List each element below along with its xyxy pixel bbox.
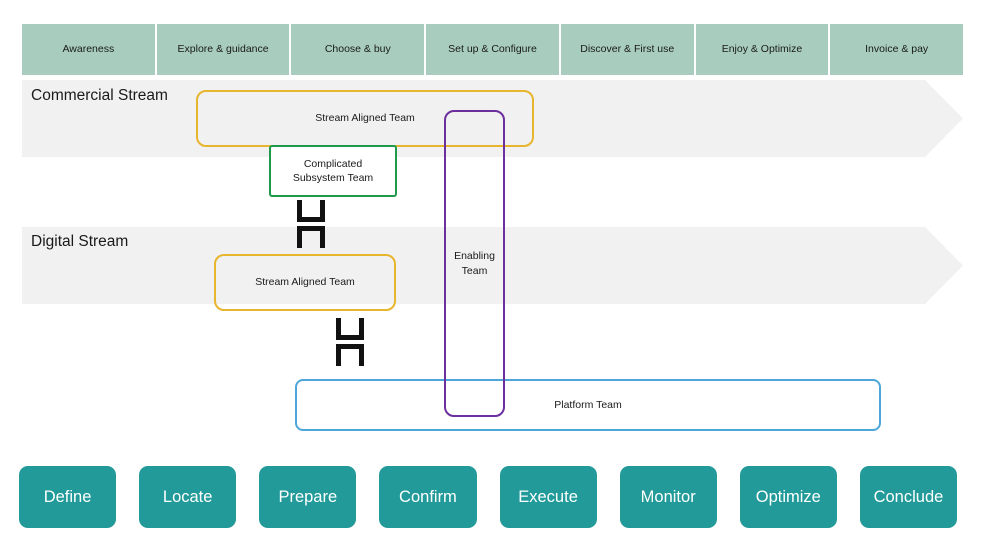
journey-stage-label: Invoice & pay <box>865 43 929 56</box>
team-label: Enabling Team <box>454 249 495 277</box>
commercial-stream-label: Commercial Stream <box>31 87 168 104</box>
phase-button-label: Define <box>43 487 92 506</box>
collaboration-connector-top-icon <box>297 200 325 250</box>
team-label: Stream Aligned Team <box>315 112 415 125</box>
team-label-line2: Team <box>461 264 488 277</box>
phase-button-label: Prepare <box>278 487 338 506</box>
commercial-stream-band <box>22 80 963 157</box>
journey-stage-enjoy-optimize[interactable]: Enjoy & Optimize <box>695 24 831 75</box>
journey-stage-header: Awareness Explore & guidance Choose & bu… <box>22 24 964 75</box>
phase-button-label: Conclude <box>873 487 944 506</box>
journey-stage-label: Enjoy & Optimize <box>721 43 803 56</box>
phase-button-label: Confirm <box>399 487 457 506</box>
journey-stage-choose-buy[interactable]: Choose & buy <box>291 24 427 75</box>
connector-u-shape <box>336 318 364 340</box>
team-label: Platform Team <box>554 398 622 411</box>
phase-button-optimize[interactable]: Optimize <box>739 466 837 528</box>
journey-stage-invoice-pay[interactable]: Invoice & pay <box>830 24 964 75</box>
stream-aligned-team-digital[interactable]: Stream Aligned Team <box>214 254 396 311</box>
phase-button-prepare[interactable]: Prepare <box>259 466 357 528</box>
journey-stage-label: Awareness <box>62 43 115 56</box>
journey-stage-setup-configure[interactable]: Set up & Configure <box>426 24 561 75</box>
phase-button-label: Optimize <box>755 487 821 506</box>
phase-button-define[interactable]: Define <box>19 466 117 528</box>
journey-stage-label: Set up & Configure <box>448 43 537 56</box>
phase-button-monitor[interactable]: Monitor <box>619 466 717 528</box>
team-label-line2: Subsystem Team <box>292 172 374 184</box>
platform-team[interactable]: Platform Team <box>295 379 881 431</box>
enabling-team[interactable]: Enabling Team <box>444 110 505 417</box>
journey-stage-label: Explore & guidance <box>177 43 269 56</box>
phase-button-row: Define Locate Prepare Confirm Execute Mo… <box>19 466 957 528</box>
phase-button-label: Execute <box>518 487 578 506</box>
phase-button-label: Monitor <box>640 487 696 506</box>
phase-button-label: Locate <box>162 487 213 506</box>
journey-stage-label: Discover & First use <box>580 43 675 56</box>
complicated-subsystem-team[interactable]: Complicated Subsystem Team <box>269 145 397 197</box>
journey-stage-explore-guidance[interactable]: Explore & guidance <box>156 24 292 75</box>
journey-stage-discover-first-use[interactable]: Discover & First use <box>560 24 696 75</box>
digital-stream-label: Digital Stream <box>31 233 129 250</box>
journey-stage-awareness[interactable]: Awareness <box>22 24 157 75</box>
journey-stage-label: Choose & buy <box>324 43 391 56</box>
phase-button-locate[interactable]: Locate <box>139 466 237 528</box>
connector-n-shape <box>297 226 325 248</box>
phase-button-execute[interactable]: Execute <box>499 466 597 528</box>
connector-n-shape <box>336 344 364 366</box>
connector-u-shape <box>297 200 325 222</box>
digital-stream-band <box>22 227 963 304</box>
collaboration-connector-bottom-icon <box>336 318 364 368</box>
phase-button-conclude[interactable]: Conclude <box>859 466 957 528</box>
phase-button-confirm[interactable]: Confirm <box>379 466 477 528</box>
team-label-line1: Complicated <box>303 157 363 170</box>
team-label: Stream Aligned Team <box>255 276 355 289</box>
team-label-line1: Enabling <box>454 250 495 263</box>
team-label: Complicated Subsystem Team <box>293 157 373 185</box>
